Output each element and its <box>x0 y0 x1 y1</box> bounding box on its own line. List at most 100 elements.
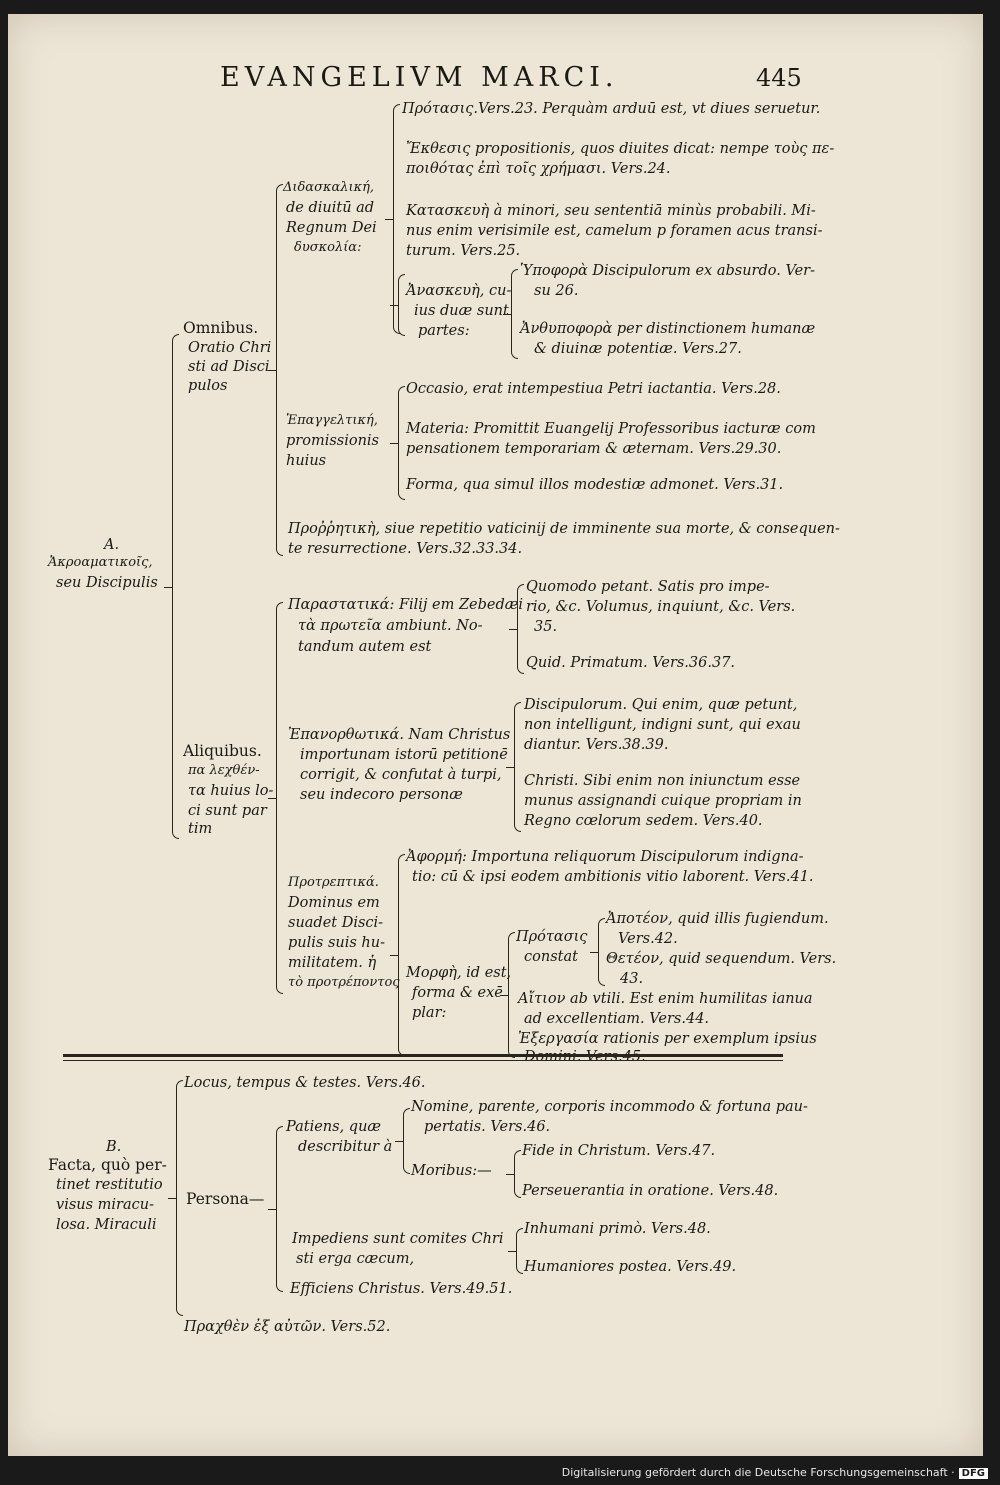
anaskeue-head: partes: <box>418 323 470 339</box>
prorrhetike-line: te resurrectione. Vers.32.33.34. <box>288 541 523 557</box>
aliquibus-desc-line: tim <box>188 821 213 837</box>
protreptike-head: militatem. ἡ <box>288 955 377 971</box>
brace-aliquibus <box>268 602 283 994</box>
brace-didascalike <box>385 104 400 334</box>
patiens-head: Patiens, quæ <box>286 1119 382 1135</box>
inhumani-line: Inhumani primò. Vers.48. <box>524 1221 711 1237</box>
epangeltike-head: Ἐπαγγελτική, <box>286 413 378 428</box>
morphe-head: forma & exē <box>412 985 503 1001</box>
section-b-label: B. <box>106 1139 122 1155</box>
section-b-desc: tinet restitutio <box>56 1177 163 1193</box>
section-b-desc: Facta, quò per- <box>48 1156 167 1174</box>
brace-b <box>168 1080 183 1316</box>
quomodo-line: rio, &c. Volumus, inquiunt, &c. Vers. <box>526 599 796 615</box>
protreptike-head: τὸ προτρέποντος <box>288 975 400 990</box>
brace-morphe-protasis <box>590 918 605 986</box>
brace-anaskeue <box>503 269 518 359</box>
materia-line: pensationem temporariam & æternam. Vers.… <box>406 441 782 457</box>
patiens-head: describitur à <box>298 1139 393 1155</box>
brace-morphe <box>500 932 515 1058</box>
nomine-line: Nomine, parente, corporis incommodo & fo… <box>411 1099 808 1115</box>
brace-impediens <box>508 1228 523 1274</box>
anthypophora-line: & diuinæ potentiæ. Vers.27. <box>534 341 742 357</box>
protasis-line: Πρότασις.Vers.23. Perquàm arduū est, vt … <box>402 100 820 118</box>
brace-patiens <box>395 1108 410 1174</box>
materia-line: Materia: Promittit Euangelij Professorib… <box>406 421 816 437</box>
exergasia-line: Domini. Vers.45. <box>524 1049 646 1065</box>
omnibus-desc-line: pulos <box>188 378 228 394</box>
section-a-label: A. <box>104 537 120 553</box>
quid-line: Quid. Primatum. Vers.36.37. <box>526 655 736 671</box>
ekthesis-line: Ἔκθεσις propositionis, quos diuites dica… <box>406 141 835 157</box>
parastatike-head: tandum autem est <box>298 639 432 655</box>
apoteon-line: Vers.42. <box>618 931 678 947</box>
perseuerantia-line: Perseuerantia in oratione. Vers.48. <box>522 1183 779 1199</box>
brace-a <box>164 334 179 839</box>
theteon-line: 43. <box>620 971 644 987</box>
forma-line: Forma, qua simul illos modestiæ admonet.… <box>406 477 784 493</box>
ekthesis-line: ποιθότας ἐπὶ τοῖς χρήμασι. Vers.24. <box>406 161 671 177</box>
omnibus-desc-line: Oratio Chri <box>188 340 272 356</box>
aition-line: ad excellentiam. Vers.44. <box>524 1011 710 1027</box>
brace-moribus <box>506 1150 521 1198</box>
prorrhetike-line: Προῤῥητικὴ, siue repetitio vaticinij de … <box>288 521 840 537</box>
didascalike-head: Διδασκαλική, <box>283 180 375 195</box>
footer-credit-text: Digitalisierung gefördert durch die Deut… <box>561 1466 955 1479</box>
discipulorum-line: non intelligunt, indigni sunt, qui exau <box>524 717 801 733</box>
protasis-term: Πρότασις. <box>402 101 479 117</box>
persona-title: Persona— <box>186 1190 265 1208</box>
moribus-title: Moribus:— <box>411 1163 492 1179</box>
kataskeue-line: nus enim verisimile est, camelum p foram… <box>406 223 823 239</box>
epanorthotike-head: importunam istorū petitionē <box>300 747 508 763</box>
aliquibus-desc-line: τα huius lo- <box>188 783 274 799</box>
brace-epangeltike <box>390 386 405 500</box>
aliquibus-desc-line: ci sunt par <box>188 803 267 819</box>
dfg-logo: DFG <box>958 1468 988 1479</box>
epanorthotike-head: seu indecoro personæ <box>300 787 463 803</box>
section-b-desc: visus miracu- <box>56 1197 154 1213</box>
fide-line: Fide in Christum. Vers.47. <box>522 1143 716 1159</box>
epangeltike-head: promissionis <box>286 433 379 449</box>
brace-protreptike <box>390 854 405 1056</box>
apoteon-line: Ἀποτέον, quid illis fugiendum. <box>606 911 829 927</box>
page-number: 445 <box>756 64 802 92</box>
theteon-line: Θετέον, quid sequendum. Vers. <box>606 951 837 967</box>
section-a-subtitle: seu Discipulis <box>56 575 158 591</box>
impediens-head: Impediens sunt comites Chri <box>292 1231 504 1247</box>
brace-omnibus <box>268 184 283 556</box>
quomodo-line: 35. <box>534 619 558 635</box>
christi-line: munus assignandi cuique propriam in <box>524 793 802 809</box>
kataskeue-line: Κατασκευὴ à minori, seu sententiā minùs … <box>406 203 816 219</box>
brace-parastatike <box>509 584 524 674</box>
footer-credit: Digitalisierung gefördert durch die Deut… <box>562 1466 988 1479</box>
epanorthotike-head: corrigit, & confutat à turpi, <box>300 767 502 783</box>
morphe-head: plar: <box>412 1005 447 1021</box>
protreptike-head: pulis suis hu- <box>288 935 385 951</box>
discipulorum-line: diantur. Vers.38.39. <box>524 737 669 753</box>
aphorme-line: Ἀφορμή: Importuna reliquorum Discipuloru… <box>406 849 804 865</box>
aliquibus-desc-line: πα λεχθέν- <box>188 763 260 778</box>
impediens-head: sti erga cæcum, <box>296 1251 415 1267</box>
morphe-head: Μορφὴ, id est, <box>406 965 512 981</box>
didascalike-head: Regnum Dei <box>286 220 377 236</box>
protreptike-head: Προτρεπτικά. <box>288 875 379 890</box>
anaskeue-head: ius duæ sunt <box>414 303 509 319</box>
nomine-line: pertatis. Vers.46. <box>424 1119 551 1135</box>
efficiens-line: Efficiens Christus. Vers.49.51. <box>290 1281 513 1297</box>
locus-line: Locus, tempus & testes. Vers.46. <box>184 1075 426 1091</box>
protreptike-head: Dominus em <box>288 895 380 911</box>
book-page: EVANGELIVM MARCI. 445 A. Ἀκροαματικοῖς, … <box>8 14 983 1456</box>
morphe-protasis-head: constat <box>524 949 578 965</box>
didascalike-head: de diuitū ad <box>286 200 375 216</box>
prachthen-line: Πραχθὲν ἐξ αὐτῶν. Vers.52. <box>184 1319 391 1335</box>
hypophora-line: Ὑποφορὰ Discipulorum ex absurdo. Ver- <box>520 263 816 279</box>
aphorme-line: tio: cū & ipsi eodem ambitionis vitio la… <box>412 869 814 885</box>
occasio-line: Occasio, erat intempestiua Petri iactant… <box>406 381 781 397</box>
didascalike-head: δυσκολία: <box>294 240 362 255</box>
aliquibus-title: Aliquibus. <box>183 742 262 760</box>
hypophora-line: su 26. <box>534 283 579 299</box>
page-header: EVANGELIVM MARCI. 445 <box>8 62 983 102</box>
running-title: EVANGELIVM MARCI. <box>220 62 619 93</box>
kataskeue-line: turum. Vers.25. <box>406 243 521 259</box>
protreptike-head: suadet Disci- <box>288 915 384 931</box>
